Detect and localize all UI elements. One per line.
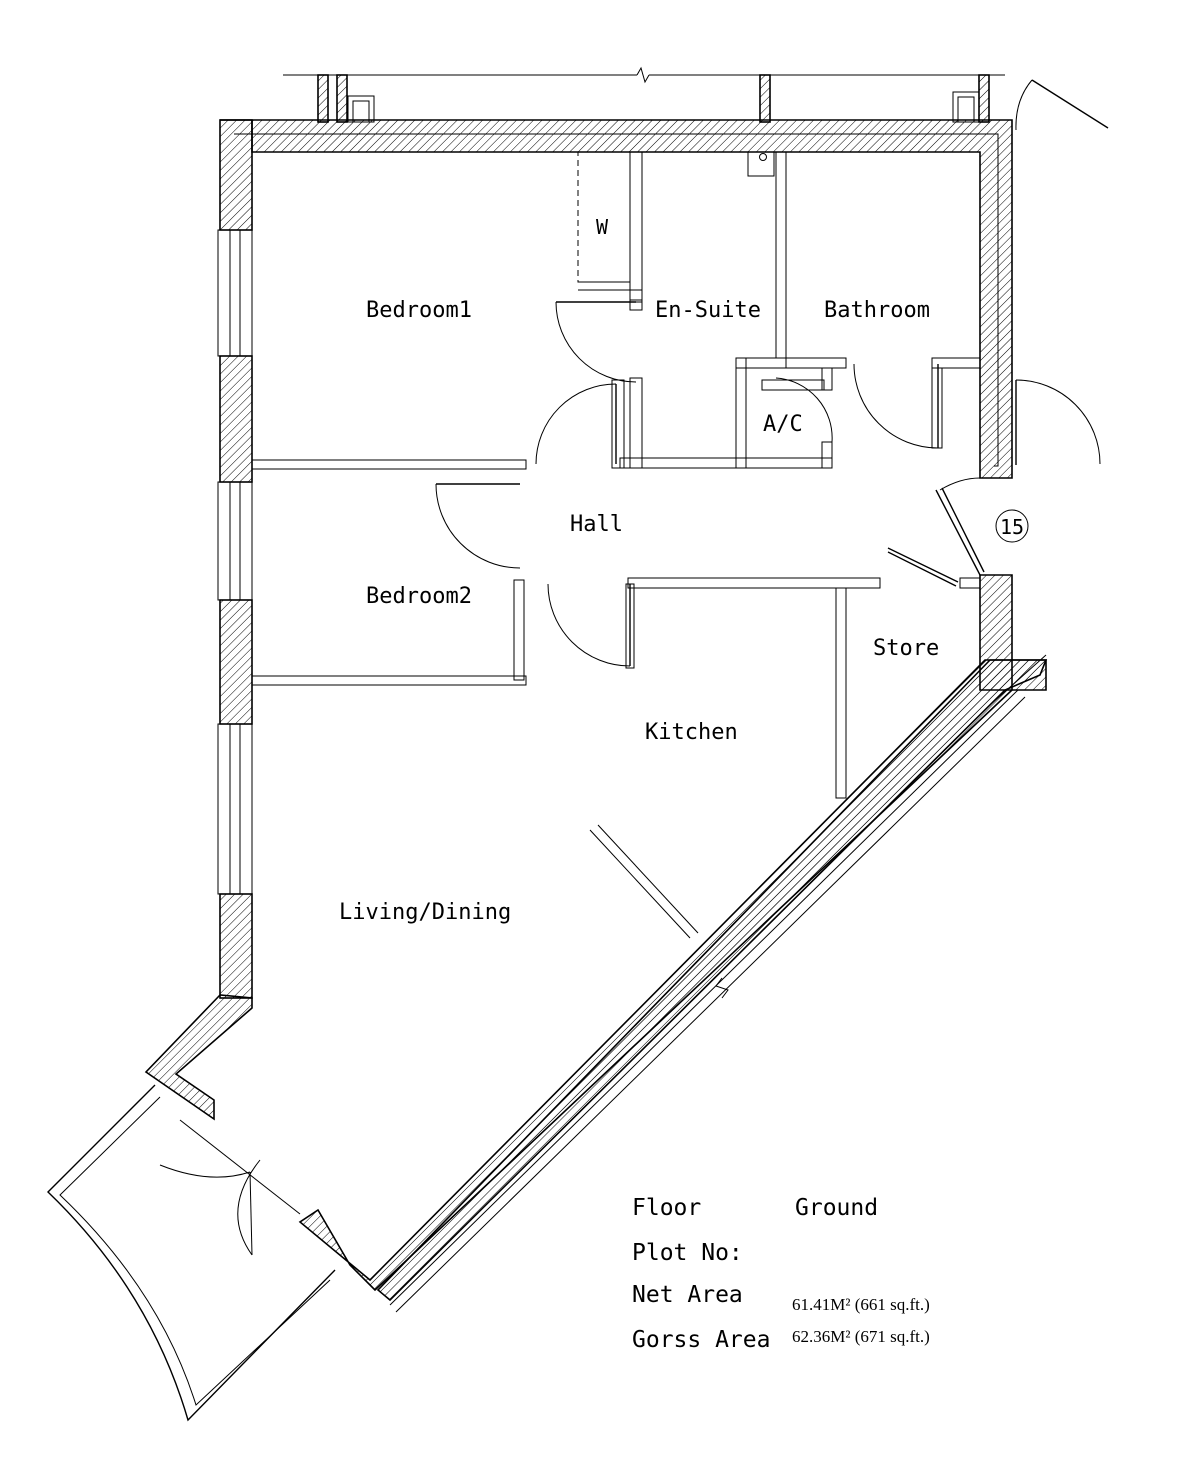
room-ac: A/C	[763, 412, 803, 437]
door-bathroom	[853, 363, 939, 449]
window-left-1	[217, 229, 253, 357]
door-bedroom2	[435, 483, 521, 569]
door-top-right	[1015, 79, 1109, 131]
window-left-3	[217, 723, 253, 895]
floor-value: Ground	[795, 1195, 878, 1221]
window-left-2	[217, 481, 253, 601]
net-area-value: 61.41M² (661 sq.ft.)	[792, 1295, 930, 1314]
doors	[435, 79, 1109, 667]
plot-label: Plot No:	[632, 1240, 743, 1266]
room-living-dining: Living/Dining	[339, 900, 511, 925]
net-area-label: Net Area	[632, 1282, 743, 1308]
room-en-suite: En-Suite	[655, 298, 761, 323]
door-en-suite	[555, 301, 637, 383]
balcony	[47, 1084, 336, 1422]
info-block: Floor Ground Plot No: Net Area 61.41M² (…	[632, 1195, 930, 1353]
unit-number: 15	[1000, 515, 1024, 539]
outer-walls	[144, 119, 1048, 1313]
top-reference-line	[283, 66, 1005, 123]
door-entrance	[935, 477, 985, 576]
door-kitchen	[547, 583, 631, 667]
room-hall: Hall	[570, 512, 623, 537]
door-ac	[775, 377, 833, 443]
room-kitchen: Kitchen	[645, 720, 738, 745]
door-external-right	[1015, 379, 1101, 465]
room-wardrobe: W	[596, 215, 609, 239]
gross-area-value: 62.36M² (671 sq.ft.)	[792, 1327, 930, 1346]
unit-marker: 15	[995, 509, 1029, 543]
gross-area-label: Gorss Area	[632, 1327, 770, 1353]
door-bedroom1	[535, 383, 617, 465]
interior-walls	[251, 151, 981, 799]
room-bedroom2: Bedroom2	[366, 584, 472, 609]
room-bathroom: Bathroom	[824, 298, 930, 323]
room-store: Store	[873, 636, 939, 661]
floor-label: Floor	[632, 1195, 701, 1221]
door-store	[887, 547, 959, 587]
room-bedroom1: Bedroom1	[366, 298, 472, 323]
